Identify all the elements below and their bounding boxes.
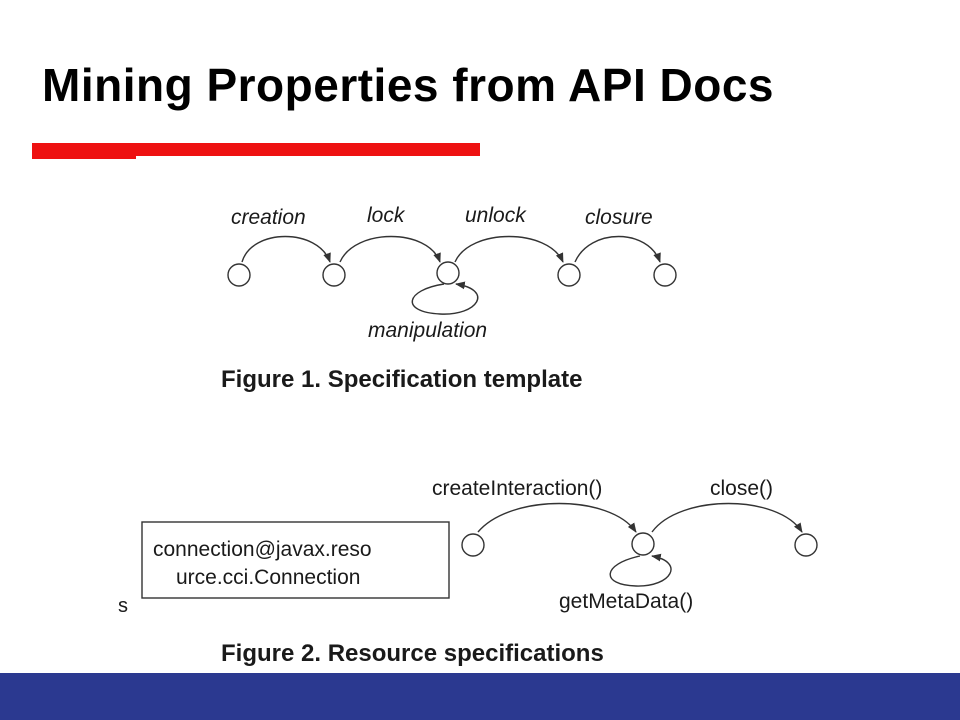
figure1-caption: Figure 1. Specification template (221, 366, 582, 393)
slide-title: Mining Properties from API Docs (42, 59, 775, 111)
label-lock: lock (367, 204, 406, 227)
resource-box (141, 521, 450, 599)
resource-line-1: connection@javax.reso (153, 538, 372, 561)
label-closure: closure (585, 206, 653, 229)
figure1-panel (210, 190, 700, 410)
edge-close (651, 502, 803, 533)
state-locked (436, 261, 460, 285)
stray-char: s (118, 595, 128, 617)
state-created (322, 263, 346, 287)
state-closed-connection (794, 533, 818, 557)
edge-lock (339, 235, 441, 263)
label-unlock: unlock (465, 204, 527, 227)
resource-line-2: urce.cci.Connection (176, 566, 360, 589)
figure2-caption: Figure 2. Resource specifications (221, 640, 604, 667)
state-unlocked (557, 263, 581, 287)
label-close: close() (710, 477, 773, 500)
footer-band (0, 673, 960, 720)
state-interaction (631, 532, 655, 556)
title-underline-bar (32, 143, 480, 156)
title-underline-accent (32, 150, 136, 159)
edge-get-meta-data-loop (609, 553, 672, 587)
edge-create-interaction (477, 502, 637, 533)
edge-manipulation-loop (411, 281, 479, 315)
label-manipulation: manipulation (368, 319, 487, 342)
state-closed (653, 263, 677, 287)
state-connection (461, 533, 485, 557)
label-get-meta-data: getMetaData() (559, 590, 693, 613)
edge-creation (241, 235, 331, 263)
edge-closure (574, 235, 661, 263)
state-initial (227, 263, 251, 287)
label-creation: creation (231, 206, 306, 229)
label-create-interaction: createInteraction() (432, 477, 602, 500)
edge-unlock (454, 235, 564, 263)
